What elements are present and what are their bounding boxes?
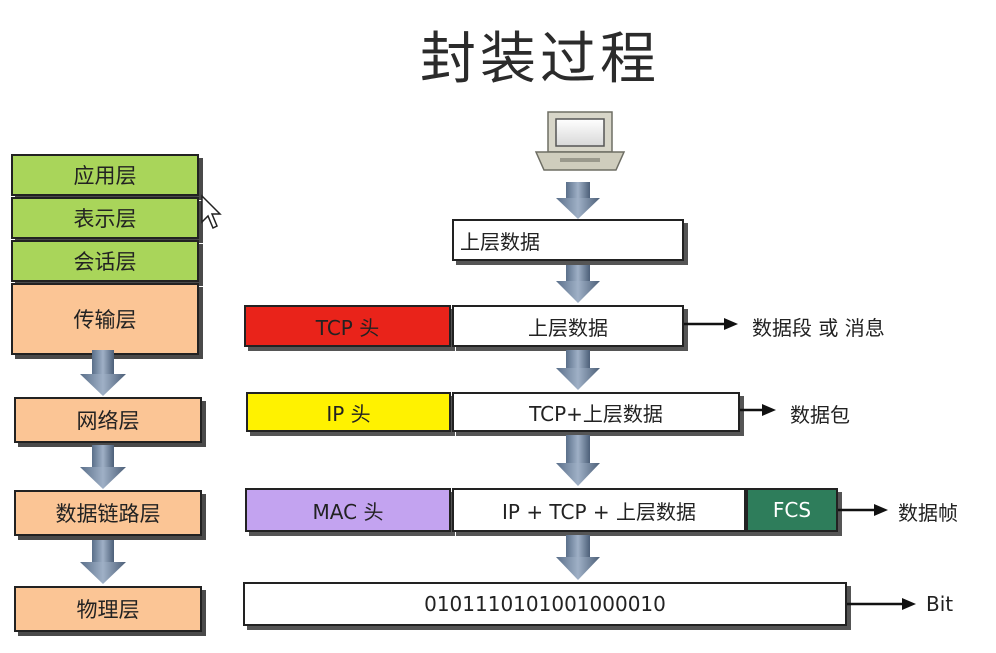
layer-application: 应用层: [11, 154, 199, 196]
layer-arrow-1: [80, 350, 126, 396]
layer-datalink: 数据链路层: [14, 490, 202, 536]
layer-label: 应用层: [73, 164, 137, 188]
segment-result-arrow: [684, 318, 738, 330]
page-title: 封装过程: [420, 27, 660, 92]
frame-result-label: 数据帧: [898, 501, 958, 525]
frame-payload-box: IP + TCP + 上层数据: [452, 488, 746, 532]
layer-label: 表示层: [73, 207, 137, 231]
down-arrow-3: [556, 350, 600, 390]
ip-header-box: IP 头: [246, 392, 451, 432]
layer-label: 物理层: [76, 598, 140, 622]
packet-result-arrow: [740, 404, 776, 416]
bits-label: 0101110101001000010: [424, 592, 666, 616]
segment-payload-box: 上层数据: [452, 305, 684, 347]
upper-data-box: 上层数据: [452, 219, 684, 261]
upper-data-label: 上层数据: [460, 229, 540, 254]
layer-label: 传输层: [73, 308, 137, 332]
frame-payload-label: IP + TCP + 上层数据: [502, 499, 696, 524]
layer-label: 网络层: [76, 409, 140, 433]
bit-result-label: Bit: [926, 592, 954, 616]
frame-result-arrow: [838, 504, 888, 516]
down-arrow-4: [556, 435, 600, 486]
layer-label: 会话层: [73, 250, 137, 274]
layer-network: 网络层: [14, 397, 202, 443]
tcp-header-label: TCP 头: [315, 315, 380, 340]
cursor-icon: [201, 194, 222, 230]
down-arrow-1: [556, 182, 600, 219]
layer-presentation: 表示层: [11, 197, 199, 239]
mac-header-label: MAC 头: [312, 499, 384, 524]
mac-header-box: MAC 头: [245, 488, 451, 532]
bits-box: 0101110101001000010: [243, 582, 847, 626]
down-arrow-2: [556, 265, 600, 303]
ip-header-label: IP 头: [326, 401, 371, 426]
layer-arrow-3: [80, 540, 126, 584]
layer-session: 会话层: [11, 240, 199, 282]
layer-label: 数据链路层: [55, 502, 161, 526]
fcs-trailer-box: FCS: [746, 488, 838, 532]
packet-payload-label: TCP+上层数据: [529, 401, 663, 426]
segment-result-label: 数据段 或 消息: [752, 316, 885, 340]
packet-payload-box: TCP+上层数据: [452, 392, 740, 432]
bit-result-arrow: [847, 598, 916, 610]
down-arrow-5: [556, 535, 600, 580]
computer-icon: [534, 111, 626, 171]
segment-payload-label: 上层数据: [528, 315, 608, 340]
fcs-label: FCS: [772, 498, 812, 522]
layer-arrow-2: [80, 445, 126, 489]
packet-result-label: 数据包: [790, 403, 850, 427]
layer-physical: 物理层: [14, 586, 202, 632]
tcp-header-box: TCP 头: [244, 305, 451, 347]
